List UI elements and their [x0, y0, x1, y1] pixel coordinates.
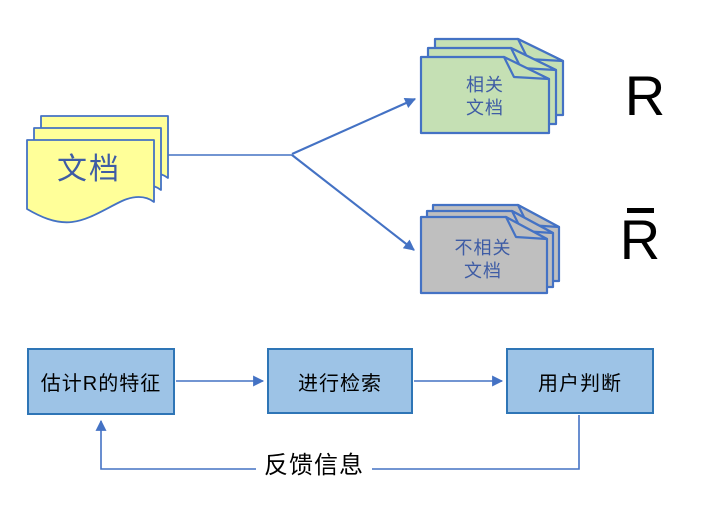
flow-box-estimate-features: 估计R的特征 [27, 348, 175, 415]
source-documents-label: 文档 [57, 153, 121, 186]
source-documents-shape [26, 115, 169, 224]
document-sheet-front [419, 55, 551, 135]
relevant-documents-label: 相关 文档 [466, 75, 504, 118]
overbar [626, 208, 654, 213]
irrelevant-documents-stack [419, 203, 561, 295]
document-sheet-front [26, 139, 155, 224]
arrow-to-relevant [291, 98, 417, 155]
document-sheet-front [419, 215, 549, 295]
irrelevant-documents-label: 不相关 文档 [454, 238, 512, 281]
arrow-to-irrelevant [291, 154, 415, 251]
flow-box-user-judgment: 用户判断 [506, 348, 654, 414]
flow-box-label: 进行检索 [298, 372, 382, 395]
feedback-label: 反馈信息 [256, 452, 372, 480]
split-connector [168, 98, 417, 251]
flow-box-label: 估计R的特征 [40, 373, 162, 395]
relevant-documents-stack [419, 37, 565, 135]
irrelevant-symbol-letter: R [619, 208, 661, 271]
relevant-symbol-R: R [624, 64, 666, 127]
flow-box-label: 用户判断 [538, 372, 622, 395]
irrelevant-symbol-Rbar: R [610, 208, 670, 271]
flow-box-perform-retrieval: 进行检索 [267, 348, 413, 414]
